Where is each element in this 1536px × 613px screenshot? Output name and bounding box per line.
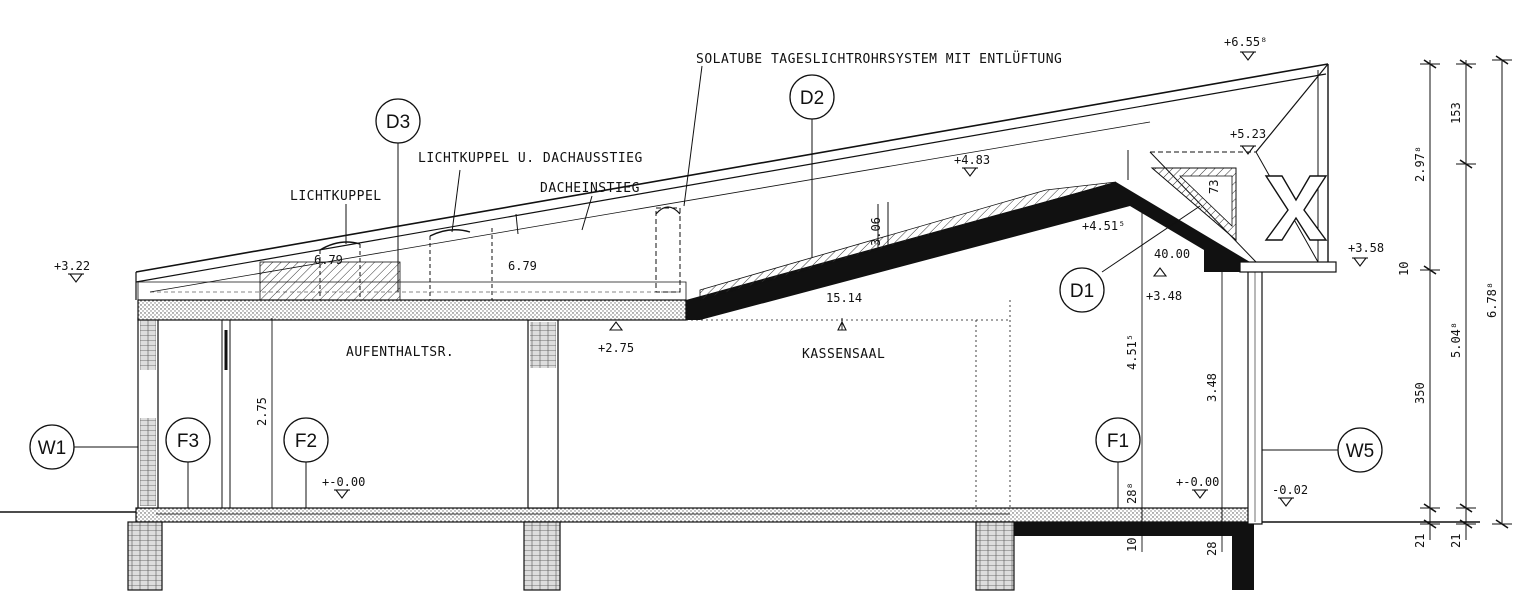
dim-right-504: 5.04⁸	[1449, 322, 1463, 358]
dim-73: 73	[1207, 180, 1221, 194]
tag-w1: W1	[38, 438, 67, 459]
label-solatube: SOLATUBE TAGESLICHTROHRSYSTEM MIT ENTLÜF…	[696, 50, 1062, 67]
column-middle	[527, 319, 559, 509]
tag-f2: F2	[295, 431, 317, 452]
level-roof-483: +4.83	[954, 153, 990, 167]
leader-lines	[72, 65, 1340, 508]
level-markers	[68, 51, 1368, 507]
dim-306: 3.06	[869, 217, 883, 246]
level-floor-left: +-0.00	[322, 475, 365, 489]
level-right-eave: +3.58	[1348, 241, 1384, 255]
label-lichtkuppel: LICHTKUPPEL	[290, 189, 382, 204]
cross-symbol	[1264, 175, 1328, 241]
level-ridge-inner: +5.23	[1230, 127, 1266, 141]
dim-right-297: 2.97⁸	[1413, 146, 1427, 182]
dim-679a: 6.79	[314, 253, 343, 267]
tag-d2: D2	[800, 88, 824, 109]
dim-right-350: 350	[1413, 382, 1427, 404]
dim-28b: 28	[1205, 542, 1219, 556]
skylight-dachausstieg	[429, 228, 493, 300]
label-kassensaal: KASSENSAAL	[802, 347, 885, 362]
tag-w5: W5	[1346, 441, 1375, 462]
label-dacheinstieg: DACHEINSTIEG	[540, 181, 640, 196]
tag-f1: F1	[1107, 431, 1129, 452]
dim-right-678: 6.78⁸	[1485, 282, 1499, 318]
ground-line	[0, 511, 1480, 523]
wall-left	[137, 317, 159, 509]
solatube-tube	[655, 206, 681, 293]
dim-1514: 15.14	[826, 291, 862, 305]
right-dimension-chains	[1420, 55, 1512, 540]
column-left-inner	[221, 320, 231, 508]
level-ceiling-275: +2.75	[598, 341, 634, 355]
dim-348: 3.48	[1205, 373, 1219, 402]
dim-28a: 28⁸	[1125, 482, 1139, 504]
level-top: +6.55⁸	[1224, 35, 1267, 49]
interior-dimension-lines	[271, 210, 1223, 552]
level-floor-right: +-0.00	[1176, 475, 1219, 489]
sloped-ceiling	[686, 181, 1250, 508]
flat-ceiling	[137, 261, 687, 321]
dim-right-10: 10	[1397, 262, 1411, 276]
tag-d1: D1	[1070, 281, 1094, 302]
wall-right	[1247, 269, 1263, 525]
dim-right-153: 153	[1449, 102, 1463, 124]
label-aufenthaltsr: AUFENTHALTSR.	[346, 345, 454, 360]
dim-right-21b: 21	[1449, 534, 1463, 548]
dim-451: 4.51⁵	[1125, 334, 1139, 370]
roof-posts	[877, 150, 1129, 258]
tag-f3: F3	[177, 431, 199, 452]
roof-truss-right	[1149, 63, 1337, 273]
level-ceiling-348: +3.48	[1146, 289, 1182, 303]
dim-679b: 6.79	[508, 259, 537, 273]
level-ceiling-inner: +4.51⁵	[1082, 219, 1125, 233]
dim-4000: 40.00	[1154, 247, 1190, 261]
level-ground-right: -0.02	[1272, 483, 1308, 497]
floor-slab	[135, 507, 1259, 590]
label-lichtkuppel-dachausstieg: LICHTKUPPEL U. DACHAUSSTIEG	[418, 151, 643, 166]
tag-circles	[29, 74, 1383, 473]
tag-d3: D3	[386, 112, 410, 133]
dim-right-21a: 21	[1413, 534, 1427, 548]
dim-275: 2.75	[255, 397, 269, 426]
roof-slope	[135, 63, 1329, 300]
foundations	[127, 521, 1015, 591]
dim-10: 10	[1125, 538, 1139, 552]
skylight-lichtkuppel	[319, 241, 361, 300]
level-left-eave: +3.22	[54, 259, 90, 273]
